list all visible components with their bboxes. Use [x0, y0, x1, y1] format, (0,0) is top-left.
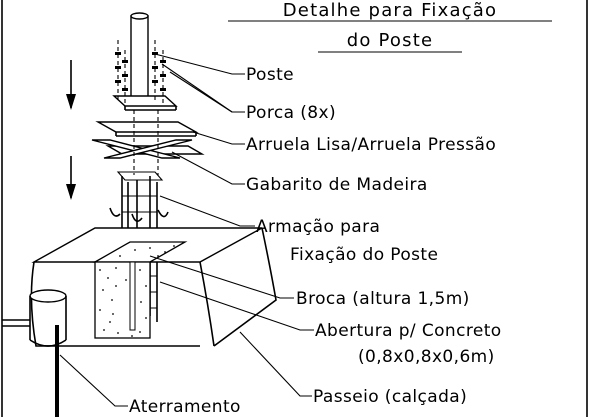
label-arruela: Arruela Lisa/Arruela Pressão [246, 135, 496, 155]
label-armacao-2: Fixação do Poste [290, 245, 438, 265]
label-abertura-2: (0,8x0,8x0,6m) [358, 347, 495, 367]
label-aterramento: Aterramento [129, 397, 241, 417]
leader-lines [59, 53, 314, 407]
poste-shape [112, 12, 178, 111]
down-arrow-icon [66, 60, 76, 110]
label-broca: Broca (altura 1,5m) [296, 289, 470, 309]
label-porca: Porca (8x) [246, 103, 336, 123]
concrete-pit [92, 241, 188, 339]
label-poste: Poste [246, 65, 294, 85]
title-line-1: Detalhe para Fixação [283, 0, 498, 21]
aterramento-box [2, 289, 67, 417]
title-line-2: do Poste [347, 30, 434, 51]
down-arrow-icon [66, 156, 76, 200]
label-passeio: Passeio (calçada) [313, 387, 467, 407]
bolt-set-upper [115, 40, 166, 105]
gabarito-shape [91, 110, 193, 175]
label-abertura-1: Abertura p/ Concreto [315, 321, 502, 341]
label-gabarito: Gabarito de Madeira [246, 175, 428, 195]
label-armacao-1: Armação para [256, 217, 380, 237]
